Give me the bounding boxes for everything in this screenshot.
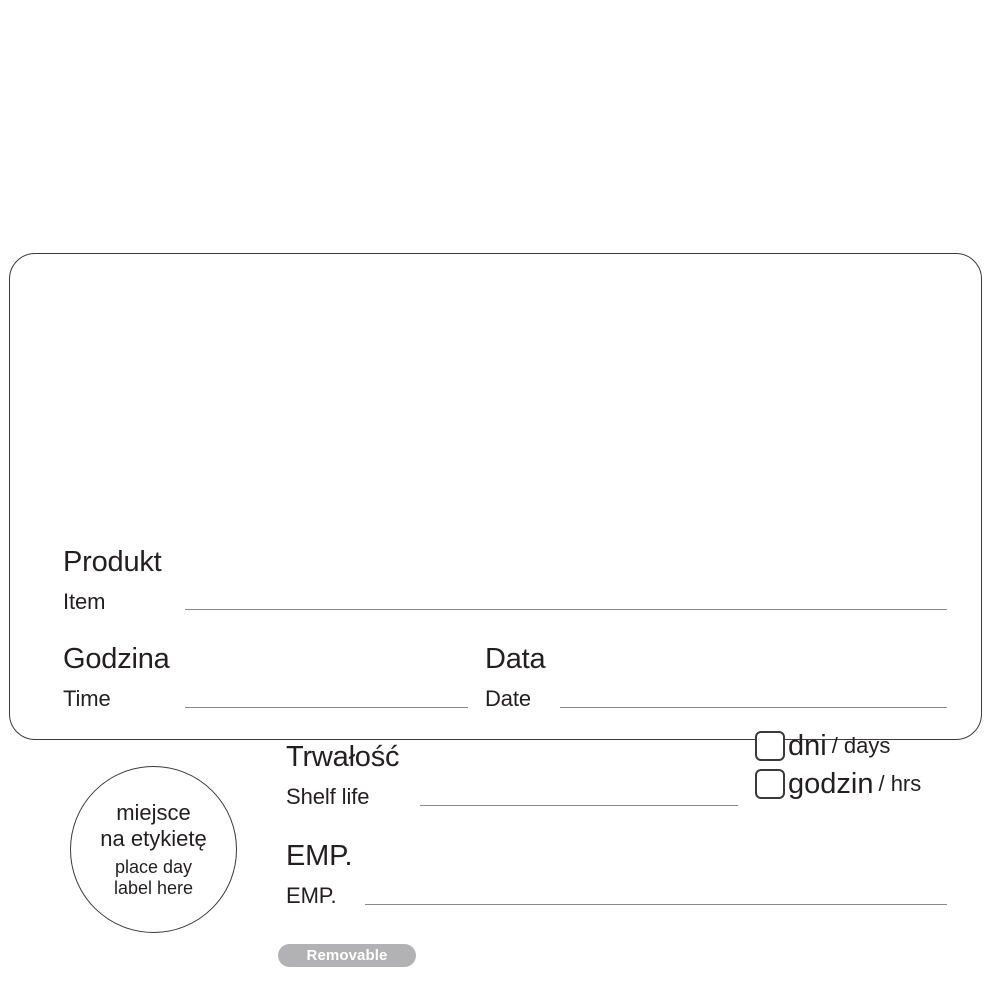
duration-unit-checkbox-group: dni / days godzin / hrs [755,727,955,803]
day-label-circle-pl-line-2: na etykietę [100,825,207,851]
checkbox-hours-label-en: / hrs [878,771,922,796]
product-label-pl: Produkt [63,546,162,578]
checkbox-days-label-pl: dni [788,729,827,762]
time-write-in-line[interactable] [185,707,468,708]
day-label-placement-circle: miejsce na etykietę place day label here [70,766,237,933]
emp-write-in-line[interactable] [365,904,947,905]
date-write-in-line[interactable] [560,707,947,708]
product-label-en: Item [63,589,106,614]
date-label-pl: Data [485,643,546,675]
day-label-circle-en-line-1: place day [114,856,193,877]
shelf-life-write-in-line[interactable] [420,805,738,806]
emp-label-en: EMP. [286,883,337,908]
day-label-circle-en-line-2: label here [113,877,194,898]
time-label-en: Time [63,686,111,711]
checkbox-hours-label-pl: godzin [788,767,874,800]
shelf-life-label-en: Shelf life [286,784,370,809]
emp-label-pl: EMP. [286,840,353,872]
day-label-circle-pl-line-1: miejsce [116,800,191,826]
time-label-pl: Godzina [63,643,170,675]
checkbox-hours[interactable] [755,769,785,799]
checkbox-days[interactable] [755,731,785,761]
removable-badge: Removable [278,944,416,967]
label-card: Produkt Item Godzina Time Data Date Trwa… [9,253,982,967]
checkbox-row-hours[interactable]: godzin / hrs [755,765,955,803]
product-write-in-line[interactable] [185,609,947,610]
date-label-en: Date [485,686,532,711]
checkbox-row-days[interactable]: dni / days [755,727,955,765]
checkbox-days-label-en: / days [831,733,891,758]
shelf-life-label-pl: Trwałość [286,741,400,773]
